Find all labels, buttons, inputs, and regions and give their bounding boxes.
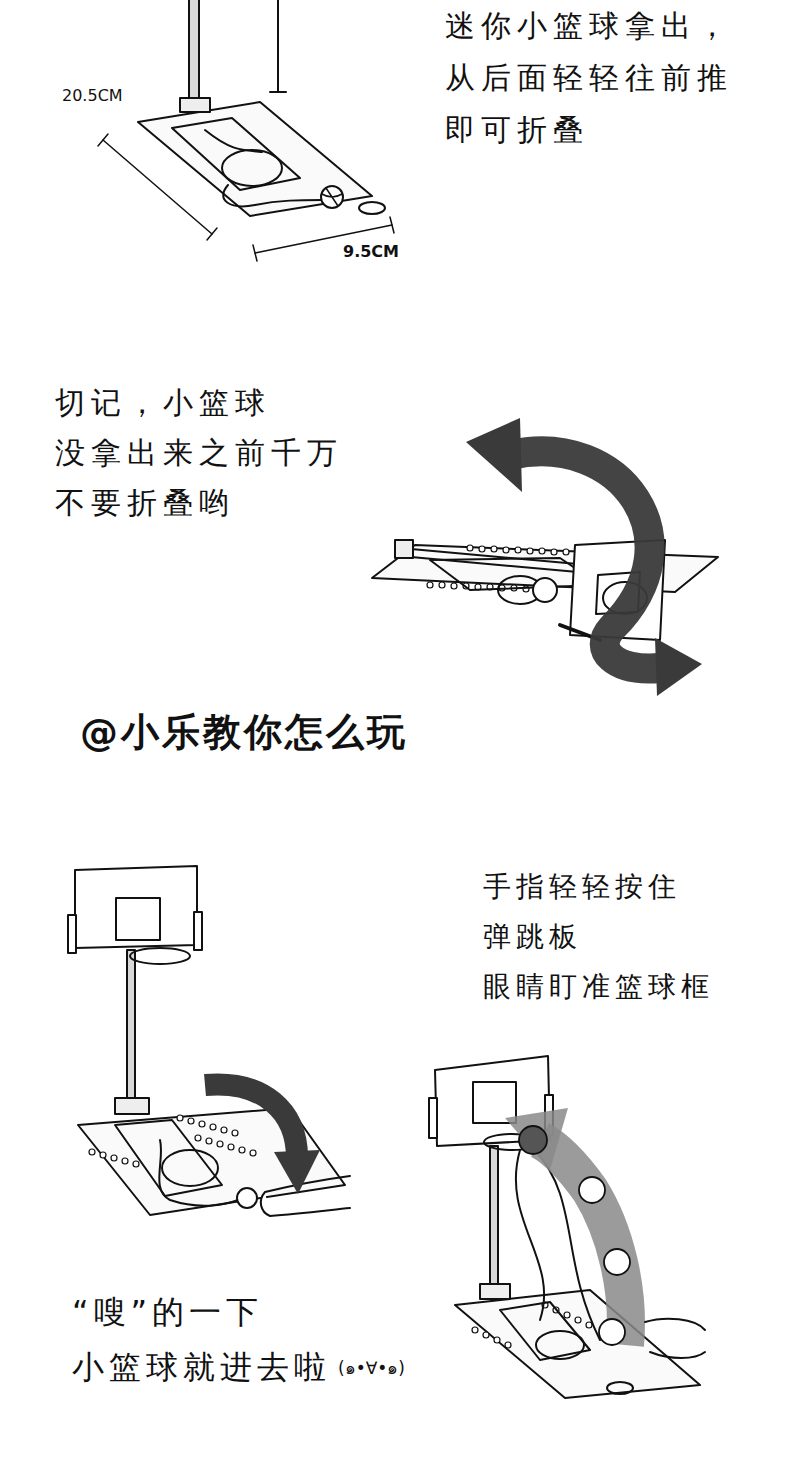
warning-note: 切记，小篮球 没拿出来之前千万 不要折叠哟 <box>55 378 375 528</box>
section-heading: @小乐教你怎么玩 <box>80 708 408 756</box>
toy-top <box>98 0 394 261</box>
emoticon: (๑•∀•๑) <box>338 1357 405 1379</box>
dimension-label: 20.5CM <box>62 86 123 106</box>
instruction-note: 手指轻轻按住 弹跳板 眼睛盯准篮球框 <box>483 862 773 1012</box>
toy-shoot <box>429 1056 705 1398</box>
toy-press <box>68 866 350 1216</box>
dimension-label: 9.5CM <box>343 242 399 262</box>
instruction-note: “嗖”的一下 小篮球就进去啦 <box>72 1285 372 1395</box>
toy-folding <box>372 418 718 696</box>
instruction-note: 迷你小篮球拿出， 从后面轻轻往前推 即可折叠 <box>445 0 775 156</box>
